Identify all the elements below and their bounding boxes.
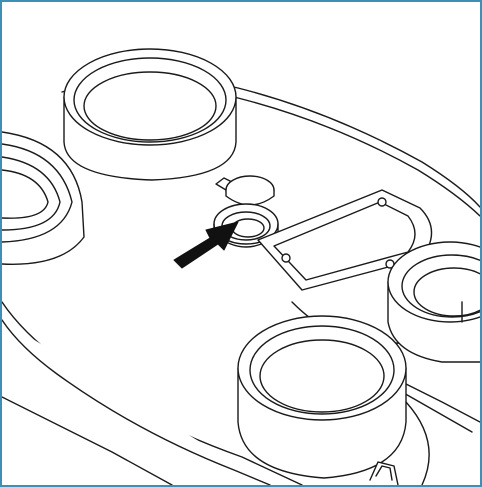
port-left bbox=[2, 131, 85, 265]
port-top-left bbox=[63, 48, 237, 181]
port-bottom bbox=[237, 315, 430, 485]
connector-bottom-right bbox=[369, 461, 399, 485]
cap-component bbox=[215, 175, 275, 206]
port-right bbox=[387, 241, 480, 363]
pointing-arrow-icon bbox=[173, 221, 239, 269]
